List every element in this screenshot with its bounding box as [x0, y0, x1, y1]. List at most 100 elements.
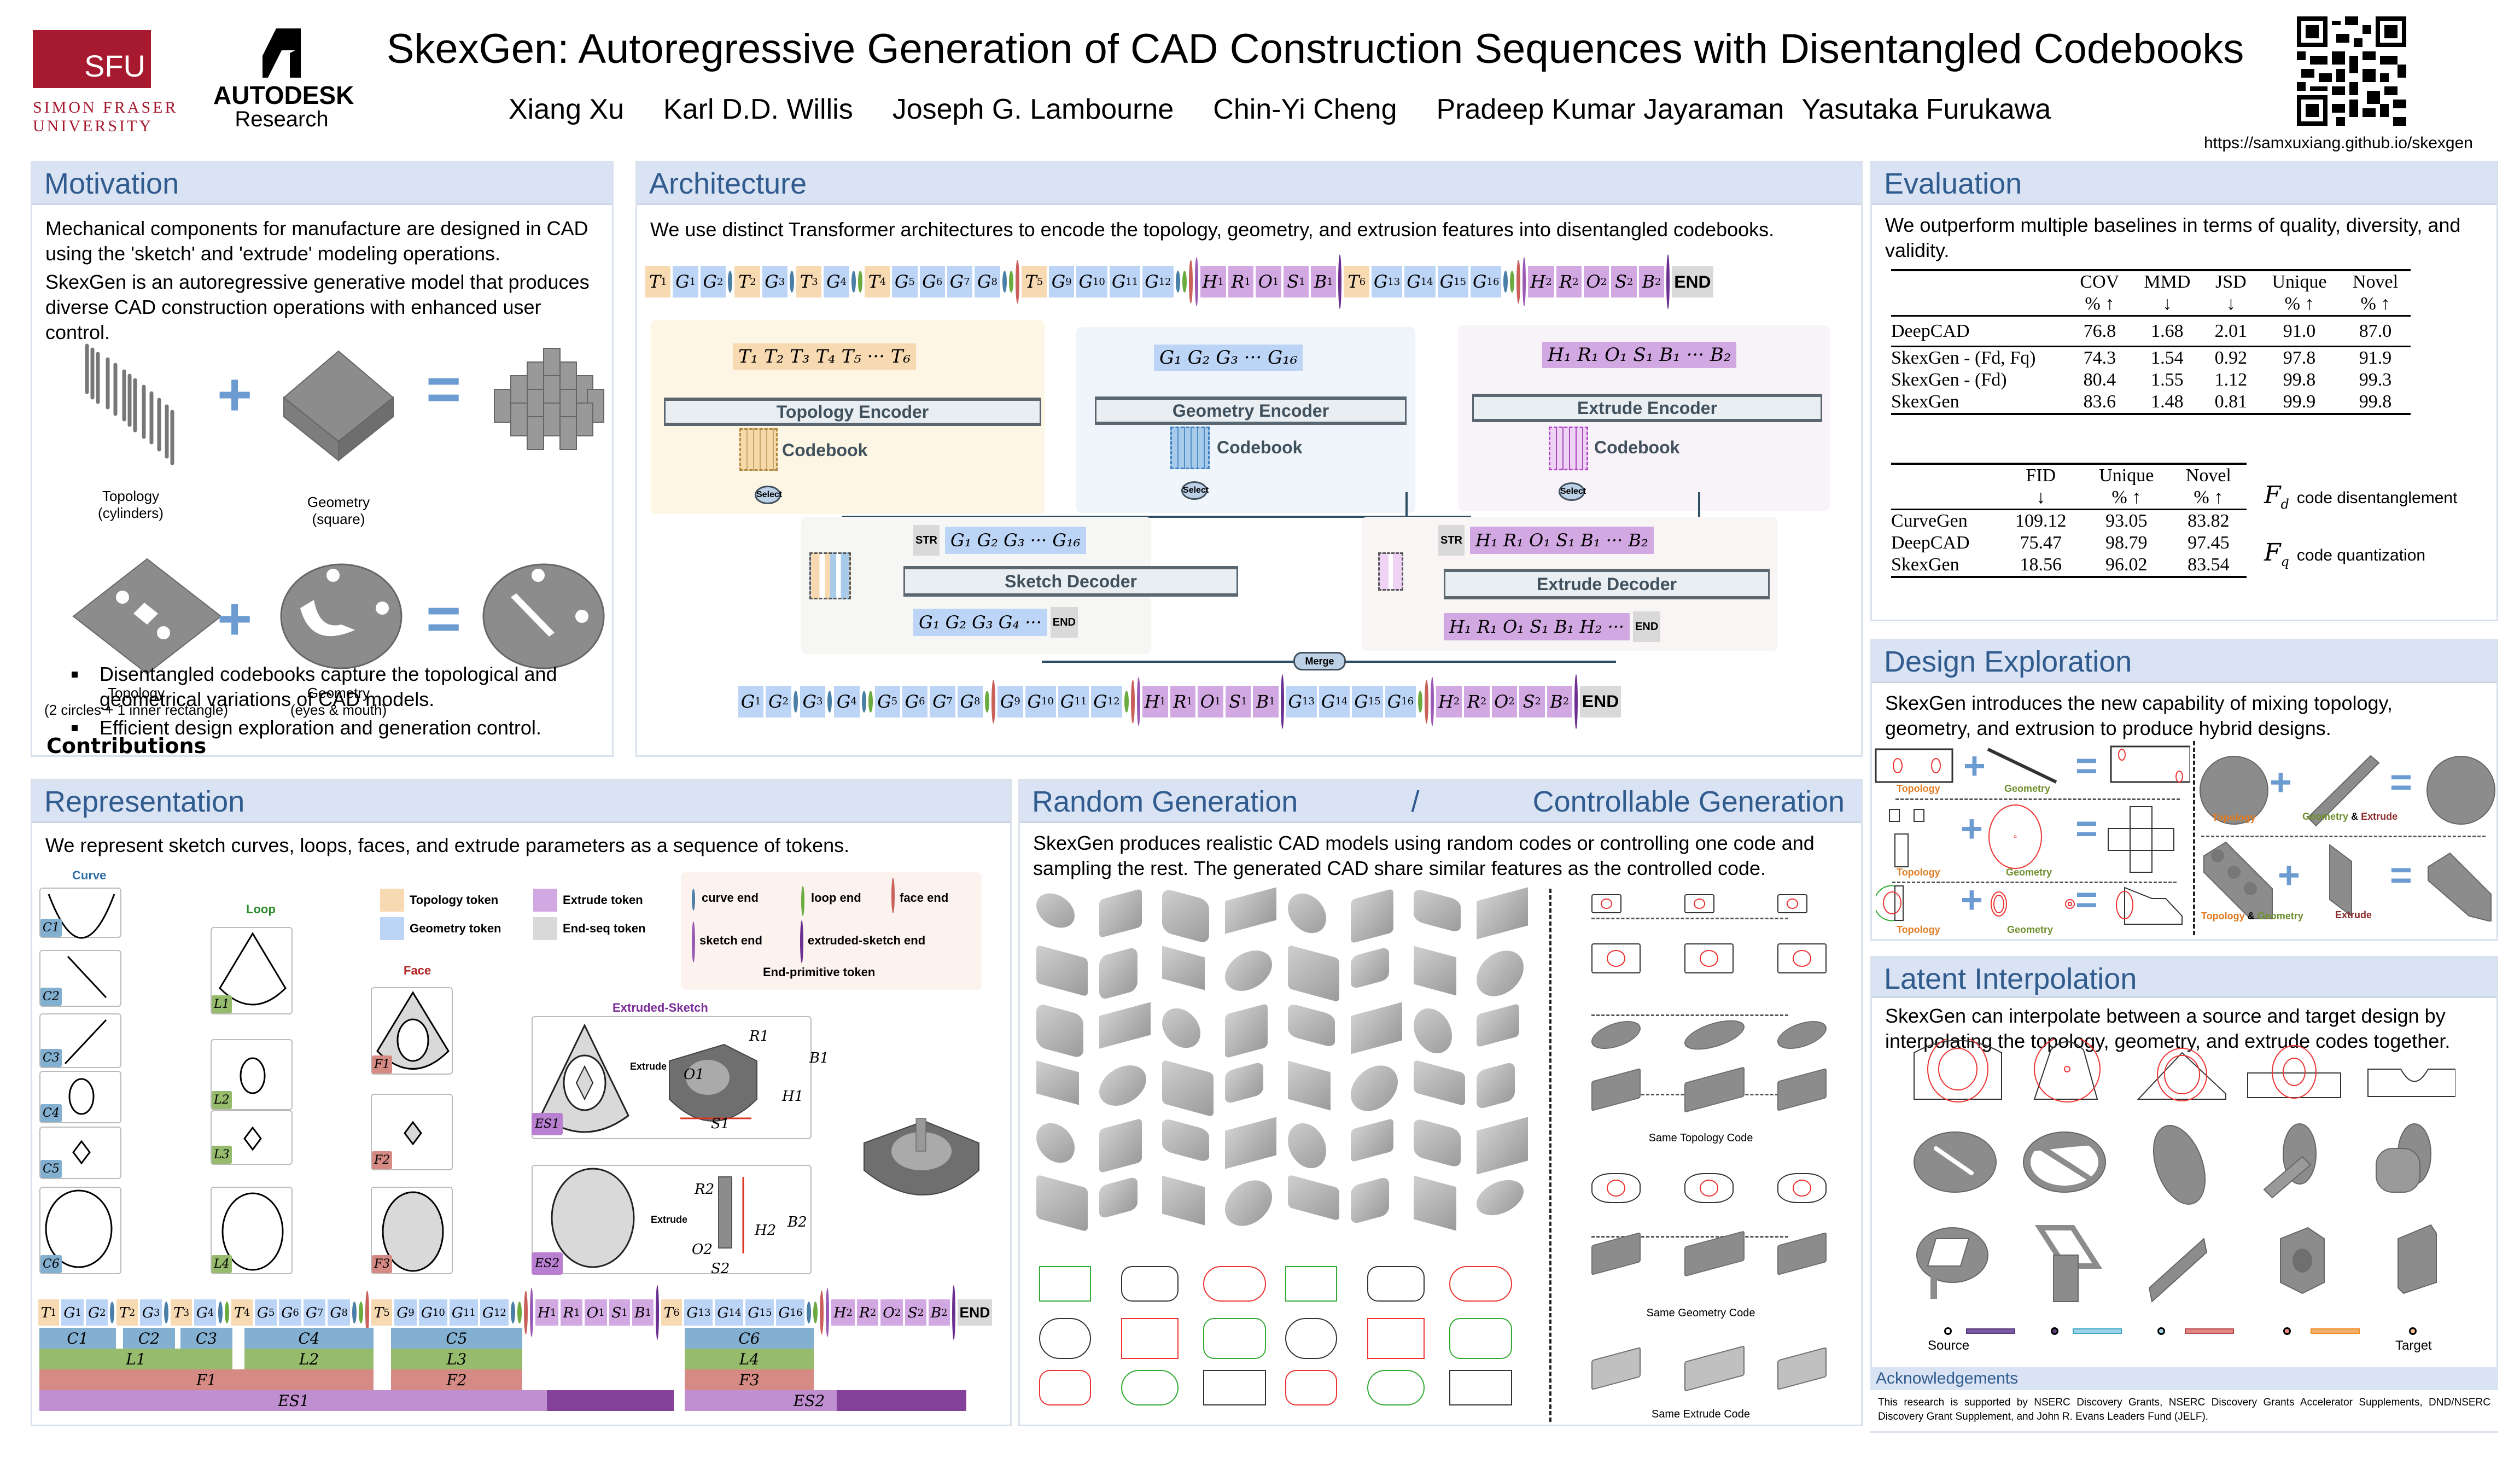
label-badge: F3 — [372, 1255, 393, 1273]
equals-icon: = — [2075, 807, 2098, 850]
label-badge: C3 — [40, 1049, 62, 1067]
motivation-para-1: Mechanical components for manufacture ar… — [45, 217, 588, 265]
acknowledgements-panel: Acknowledgements This research is suppor… — [1870, 1367, 2498, 1433]
geometry-label: Geometry — [2004, 783, 2051, 794]
generated-cad-model — [1162, 1175, 1205, 1226]
decoder-input-tokens: H₁ R₁ O₁ S₁ B₁ ··· B₂ — [1470, 527, 1654, 554]
equals-icon: = — [426, 355, 462, 423]
loop-bar: L4 — [685, 1349, 814, 1369]
curve-bar: C1 — [39, 1328, 116, 1349]
loop-bar: L2 — [244, 1349, 374, 1369]
generated-sketch — [1449, 1318, 1512, 1359]
end-token: END — [1579, 685, 1621, 718]
controlled-cad-model — [1684, 1014, 1745, 1055]
loop-end-token — [1418, 690, 1423, 713]
controlled-cad-model — [1777, 1346, 1827, 1391]
section-title: Representation — [32, 780, 1010, 823]
section-title: Latent Interpolation — [1872, 958, 2496, 998]
controlled-cad-model — [1591, 1346, 1641, 1391]
controlled-sketch — [1591, 1173, 1641, 1203]
generated-cad-model — [1288, 889, 1326, 938]
sfu-name: SIMON FRASER UNIVERSITY — [33, 98, 178, 135]
generated-cad-model — [1414, 1059, 1465, 1106]
generated-cad-model — [1351, 1118, 1393, 1163]
qr-code-icon — [2297, 16, 2406, 126]
generated-sketch — [1203, 1370, 1266, 1405]
loop-box: L4 — [211, 1187, 293, 1274]
curve-end-token — [1175, 271, 1180, 293]
generated-sketch — [1367, 1266, 1425, 1302]
topology-label: Topology — [2212, 812, 2256, 823]
plus-icon: + — [2270, 761, 2292, 803]
end-token: END — [1050, 607, 1078, 638]
author-list: Xiang Xu Karl D.D. Willis Joseph G. Lamb… — [509, 93, 2051, 126]
design-sketch-row-1 — [1875, 745, 2190, 784]
topology-label: Topology — [1897, 867, 1940, 878]
label-badge: C1 — [40, 919, 62, 937]
sfu-logo: SFU — [33, 30, 151, 88]
sketch-end-token — [1194, 257, 1198, 306]
generated-cad-model — [1225, 887, 1276, 934]
generated-sketch — [1203, 1266, 1266, 1302]
generated-sketch — [1449, 1266, 1512, 1302]
evaluation-panel: Evaluation We outperform multiple baseli… — [1870, 161, 2498, 621]
plus-icon: + — [1963, 744, 1986, 787]
interpolation-dot — [2283, 1327, 2291, 1335]
face-end-token — [523, 1291, 528, 1334]
generated-cad-model — [1288, 1118, 1326, 1173]
generated-cad-model — [1036, 1118, 1075, 1168]
legend-swatch — [380, 917, 404, 940]
generated-cad-model — [1225, 1117, 1276, 1169]
author: Pradeep Kumar Jayaraman — [1436, 94, 1784, 125]
generated-cad-model — [1414, 946, 1456, 996]
motivation-panel: Motivation Mechanical components for man… — [31, 161, 614, 758]
topology-caption: Topology (cylinders) — [98, 488, 164, 521]
generated-sketch — [1039, 1266, 1091, 1302]
generated-cad-model — [1162, 1004, 1200, 1053]
controlled-sketch — [1777, 1173, 1827, 1203]
interpolation-legend: Source Target — [1928, 1326, 2475, 1370]
project-url-link[interactable]: https://samxuxiang.github.io/skexgen — [2204, 134, 2473, 152]
curve-label: Curve — [72, 868, 107, 882]
sketch-end-token — [1431, 676, 1434, 726]
es-end-token — [952, 1285, 955, 1340]
decoder-output-tokens: H₁ R₁ O₁ S₁ B₁ H₂ ··· — [1444, 613, 1630, 640]
controlled-cad-model — [1684, 1066, 1745, 1113]
legend-swatch — [533, 889, 557, 912]
face-label: Face — [404, 964, 431, 977]
arrow-icon — [2185, 1328, 2234, 1334]
token-legend: Topology token Extrude token Geometry to… — [380, 889, 664, 954]
same-extrude-caption: Same Extrude Code — [1651, 1408, 1751, 1420]
hybrid-result-figure — [482, 563, 605, 669]
connector-line — [1698, 492, 1700, 517]
section-title: Motivation — [32, 162, 612, 205]
generated-cad-model — [1162, 1117, 1209, 1163]
generated-cad-model — [1351, 888, 1393, 944]
curve-end-token — [352, 1302, 357, 1323]
extrude-decoder-input: STR H₁ R₁ O₁ S₁ B₁ ··· B₂ — [1438, 525, 1654, 556]
loop-end-token — [868, 690, 873, 713]
